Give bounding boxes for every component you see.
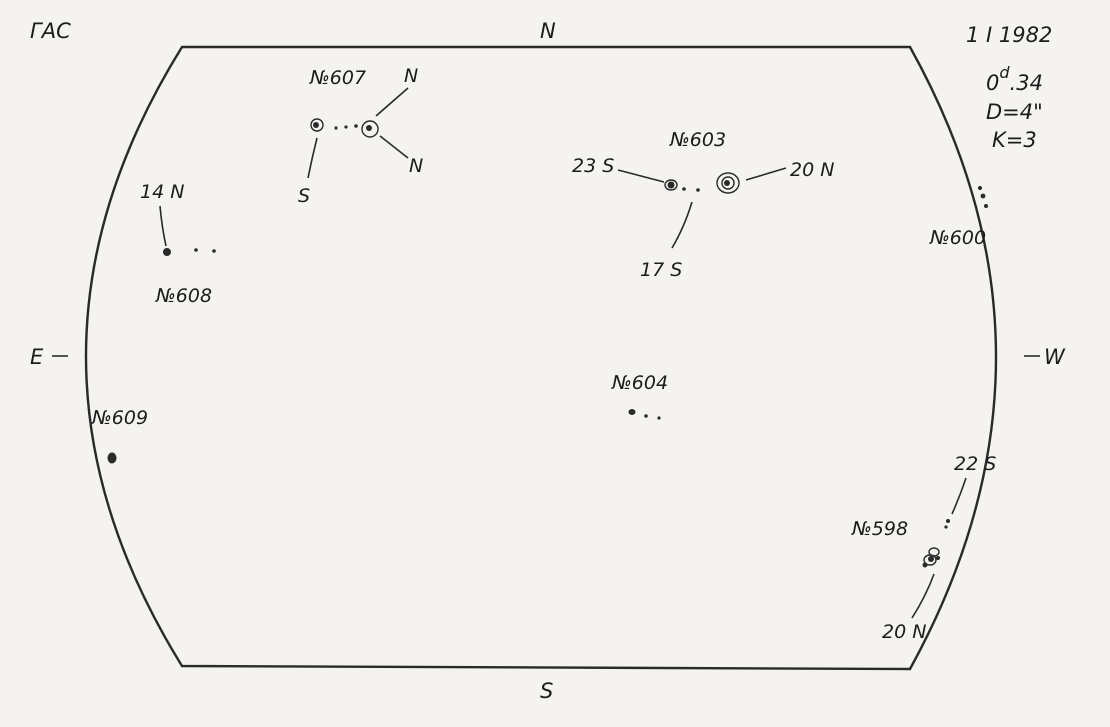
group-598-umbra (936, 556, 940, 560)
seeing-value: D=4" (986, 100, 1043, 124)
group-607-umbra-follower (366, 125, 372, 131)
group-607-pore (344, 125, 348, 129)
group-609-number: №609 (91, 407, 148, 429)
group-603-leader-line-right (745, 167, 787, 181)
group-598-umbra (928, 556, 934, 562)
time-sup: d (999, 63, 1010, 82)
group-603: №603 23 S 20 N 17 S (572, 129, 834, 281)
group-598-number: №598 (851, 518, 908, 540)
group-598-leader-line-upper (951, 477, 967, 515)
group-598-pore (944, 525, 948, 529)
group-604-pore (657, 416, 661, 420)
group-608-pore (194, 248, 198, 252)
group-603-leader-line-left (617, 169, 665, 183)
group-603-pore (682, 187, 686, 191)
group-598-spot (923, 554, 937, 566)
quality-value: K=3 (992, 128, 1037, 152)
group-607-south: S (298, 185, 310, 207)
group-607-pore (354, 124, 358, 128)
group-603-umbra-follower (724, 180, 730, 186)
solar-disk-outline (84, 45, 998, 671)
south-label: S (540, 679, 553, 703)
group-607-umbra-leader (313, 122, 319, 128)
time-frac: .34 (1010, 71, 1043, 95)
group-607-spot-leader (310, 118, 324, 132)
group-604: №604 (611, 372, 668, 420)
group-607-pore (334, 126, 338, 130)
west-label: W (1044, 345, 1066, 369)
group-598-pore (946, 519, 950, 523)
group-603-pore (696, 188, 700, 192)
group-600-number: №600 (929, 227, 986, 249)
group-603-spot-leader (664, 179, 678, 191)
group-603-left-latitude: 23 S (572, 155, 614, 177)
group-600-spot (984, 204, 988, 208)
group-598-upper-latitude: 22 S (954, 453, 996, 475)
group-607-number: №607 (309, 67, 366, 89)
group-603-penumbra-follower (721, 176, 735, 190)
north-label: N (540, 19, 556, 43)
group-607-north-lower: N (409, 155, 423, 177)
group-598: 22 S №598 20 N (851, 453, 996, 643)
group-608-pore (212, 249, 216, 253)
group-608-latitude: 14 N (140, 181, 184, 203)
group-603-number: №603 (669, 129, 726, 151)
group-600: №600 (929, 186, 988, 249)
group-604-number: №604 (611, 372, 668, 394)
observatory-label: ГАС (30, 19, 71, 43)
group-598-leader-line-lower (911, 573, 935, 619)
observation-time: 0d.34 (986, 63, 1043, 95)
group-603-umbra-leader (667, 181, 675, 189)
group-607-leader-line-s (307, 137, 318, 179)
group-607: №607 N N S (298, 65, 423, 207)
group-603-spot-follower (716, 172, 740, 194)
group-604-spot (628, 409, 636, 415)
group-608-number: №608 (155, 285, 212, 307)
group-600-spot (978, 186, 982, 190)
group-598-lower-latitude: 20 N (882, 621, 926, 643)
group-603-lower-latitude: 17 S (640, 259, 682, 281)
group-609: №609 (91, 407, 148, 464)
group-609-spot (107, 452, 117, 464)
group-607-leader-line-n-lower (379, 135, 409, 159)
east-label: E (30, 345, 44, 369)
group-607-north-upper: N (404, 65, 418, 87)
group-608: 14 N №608 (140, 181, 216, 307)
time-base: 0 (986, 71, 999, 95)
group-604-pore (644, 414, 648, 418)
group-598-umbra (922, 562, 928, 568)
group-607-spot-follower (361, 120, 379, 138)
group-607-leader-line-n-upper (375, 87, 409, 117)
group-608-spot (163, 248, 171, 256)
observation-date: 1 I 1982 (966, 23, 1052, 47)
group-603-right-latitude: 20 N (790, 159, 834, 181)
group-608-leader-line (159, 205, 167, 247)
group-600-spot (980, 193, 986, 199)
group-603-leader-line-lower (671, 201, 693, 249)
